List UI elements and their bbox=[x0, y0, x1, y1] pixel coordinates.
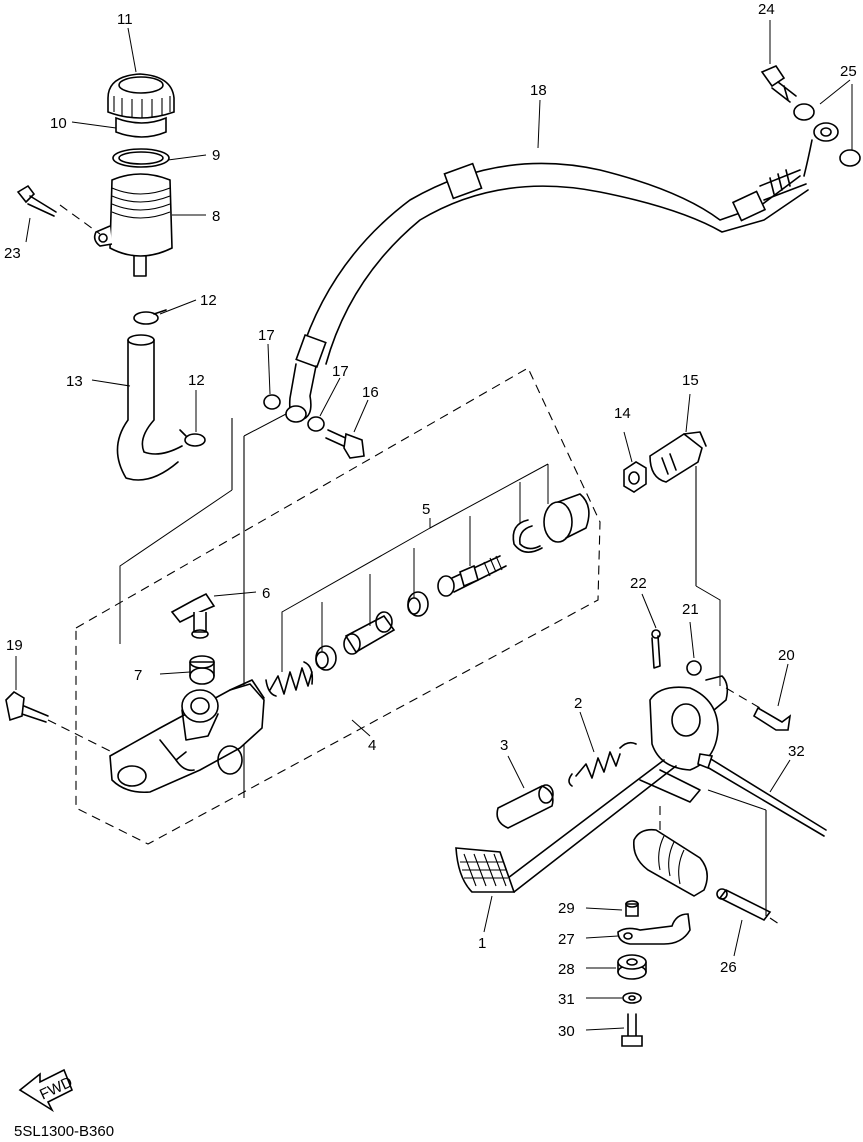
spring-2 bbox=[568, 741, 637, 787]
boot bbox=[543, 493, 590, 543]
bolt-16 bbox=[325, 429, 365, 459]
bolt-30 bbox=[621, 1013, 643, 1047]
cup-1 bbox=[315, 645, 337, 671]
callout-5: 5 bbox=[422, 501, 430, 518]
pin-20 bbox=[725, 687, 792, 731]
clevis-15 bbox=[649, 431, 707, 483]
callout-13: 13 bbox=[66, 373, 83, 390]
callout-29: 29 bbox=[558, 900, 575, 917]
elbow-joint-6 bbox=[170, 592, 216, 639]
callout-25: 25 bbox=[840, 63, 857, 80]
callout-11: 11 bbox=[117, 11, 133, 28]
spring bbox=[265, 661, 314, 697]
boot-assembly bbox=[632, 806, 708, 897]
leader-5 bbox=[281, 463, 549, 672]
callout-28: 28 bbox=[558, 961, 575, 978]
callout-7: 7 bbox=[134, 667, 142, 684]
callout-27: 27 bbox=[558, 931, 575, 948]
brake-pedal-1 bbox=[455, 675, 729, 893]
callout-3: 3 bbox=[500, 737, 508, 754]
reservoir-tank bbox=[59, 173, 173, 277]
callout-17-right: 17 bbox=[332, 363, 349, 380]
rod-32 bbox=[697, 753, 827, 837]
callout-17-left: 17 bbox=[258, 327, 275, 344]
callout-26: 26 bbox=[720, 959, 737, 976]
leader-13-box bbox=[119, 489, 233, 644]
callout-10: 10 bbox=[50, 115, 67, 132]
callout-30: 30 bbox=[558, 1023, 575, 1040]
callout-8: 8 bbox=[212, 208, 220, 225]
callout-15: 15 bbox=[682, 372, 699, 389]
callout-32: 32 bbox=[788, 743, 805, 760]
push-rod bbox=[437, 555, 507, 597]
sleeve-3 bbox=[496, 784, 554, 829]
grommet-7 bbox=[189, 655, 215, 685]
callout-2: 2 bbox=[574, 695, 582, 712]
washers-17 bbox=[263, 394, 325, 432]
diaphragm-ring bbox=[112, 148, 170, 168]
locknut-14 bbox=[623, 461, 647, 493]
callout-21: 21 bbox=[682, 601, 699, 618]
callout-16: 16 bbox=[362, 384, 379, 401]
washer-25 bbox=[793, 103, 861, 167]
washer-21 bbox=[686, 660, 702, 676]
callout-18: 18 bbox=[530, 82, 547, 99]
cotter-pin-22 bbox=[651, 629, 661, 669]
bolt-23 bbox=[16, 184, 57, 217]
reservoir-cap bbox=[107, 73, 175, 119]
grommet-28 bbox=[617, 954, 647, 980]
bolt-19 bbox=[5, 690, 113, 753]
callout-12-lower: 12 bbox=[188, 372, 205, 389]
callout-12-upper: 12 bbox=[200, 292, 217, 309]
brake-hose-18 bbox=[288, 122, 839, 421]
banjo-bolt-24 bbox=[760, 65, 797, 103]
clip-12-lower bbox=[179, 429, 206, 447]
washer-31 bbox=[622, 992, 642, 1004]
pin-26 bbox=[716, 888, 783, 927]
callout-leaders bbox=[15, 20, 853, 1031]
assembly-4-box bbox=[75, 367, 601, 845]
callout-22: 22 bbox=[630, 575, 647, 592]
callout-9: 9 bbox=[212, 147, 220, 164]
callout-23: 23 bbox=[4, 245, 21, 262]
master-cylinder bbox=[109, 679, 265, 794]
callout-1: 1 bbox=[478, 935, 486, 952]
cup-2 bbox=[407, 591, 429, 617]
callout-6: 6 bbox=[262, 585, 270, 602]
diagram-code: 5SL1300-B360 bbox=[14, 1123, 114, 1140]
piston bbox=[343, 611, 396, 655]
hose-13 bbox=[116, 334, 183, 481]
callout-4: 4 bbox=[368, 737, 376, 754]
circlip bbox=[512, 519, 543, 553]
callout-24: 24 bbox=[758, 1, 775, 18]
fwd-arrow-icon: FWD bbox=[18, 1068, 75, 1113]
callout-labels: 11 10 9 8 23 12 13 12 17 17 16 18 24 25 … bbox=[4, 1, 857, 1040]
bracket-27 bbox=[617, 913, 691, 945]
callout-19: 19 bbox=[6, 637, 23, 654]
clip-12-upper bbox=[133, 309, 167, 325]
bushing-29 bbox=[625, 900, 639, 917]
callout-20: 20 bbox=[778, 647, 795, 664]
diaphragm-holder bbox=[115, 116, 167, 138]
callout-31: 31 bbox=[558, 991, 575, 1008]
callout-14: 14 bbox=[614, 405, 631, 422]
